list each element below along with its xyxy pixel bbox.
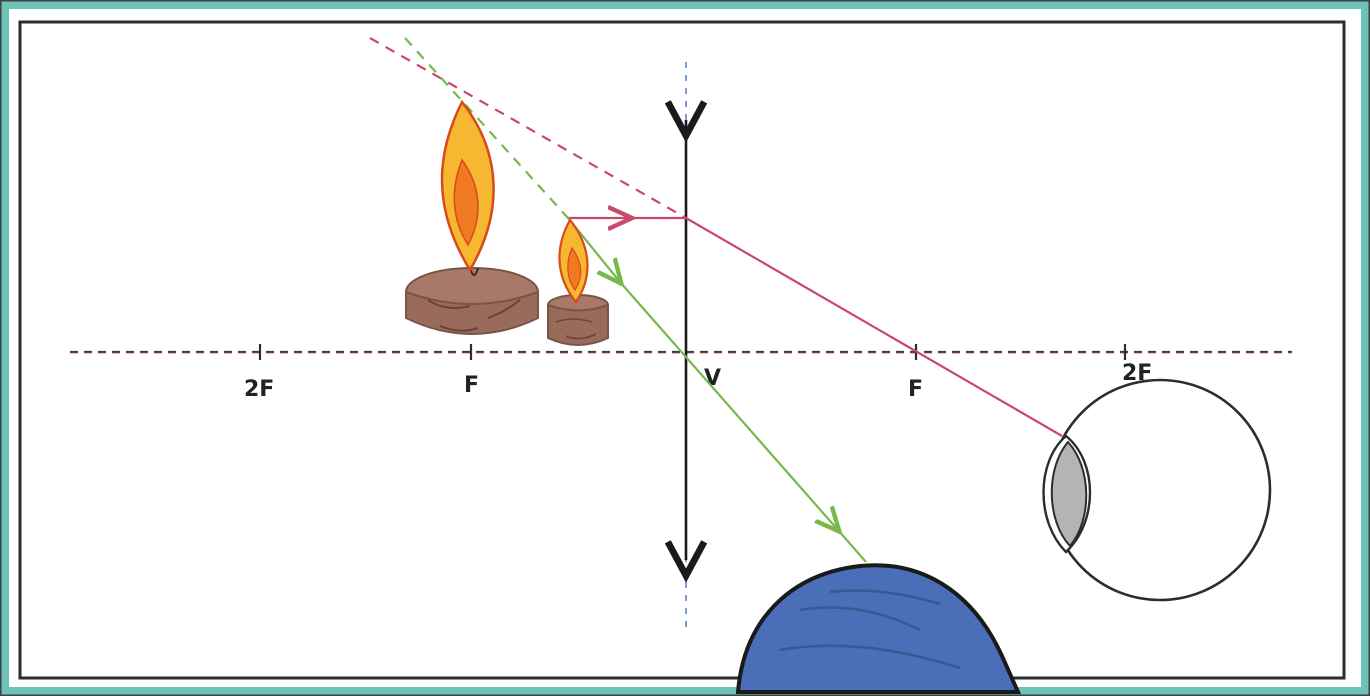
label-right-f: F [908,377,923,402]
candle-image [405,99,539,335]
observer-head [735,563,1022,694]
label-left-2f: 2F [244,377,274,402]
observer-eye-lens [1050,440,1088,548]
red-ray-virtual [369,37,687,219]
label-left-f: F [464,373,479,398]
green-ray-virtual [404,37,569,219]
observer-eye [1042,378,1272,602]
red-ray-refracted [685,217,1063,437]
green-ray-to-viewer [837,529,867,563]
label-vertex: V [704,366,721,391]
green-ray-through-center [619,281,838,530]
candle-object [547,218,609,346]
